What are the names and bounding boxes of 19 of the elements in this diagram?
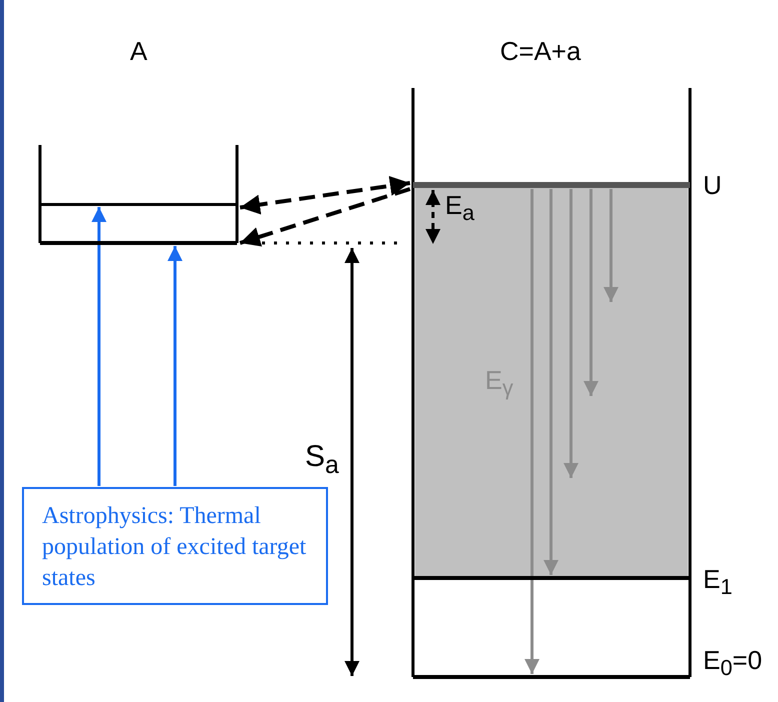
level-label: E$_{0}$=0	[703, 645, 762, 682]
note-text: Astrophysics: Thermal population of excited target states	[42, 502, 308, 593]
arrow	[524, 189, 540, 674]
arrow	[168, 246, 182, 486]
column-title: A	[130, 36, 148, 67]
arrow	[564, 189, 578, 478]
arrow	[239, 187, 411, 246]
arrow	[584, 189, 598, 396]
level-label: U	[703, 170, 722, 201]
column-title: C=A+a	[500, 36, 581, 67]
arrow	[544, 189, 558, 575]
arrow	[92, 207, 106, 486]
quantity-label: S$_{a}$	[305, 440, 339, 480]
arrow	[240, 176, 410, 215]
level-label: E$_{1}$	[703, 564, 732, 600]
quantity-label: E$_{a}$	[445, 190, 474, 226]
arrow	[604, 189, 618, 302]
energy-level-line	[40, 203, 237, 206]
note-box	[22, 487, 328, 605]
